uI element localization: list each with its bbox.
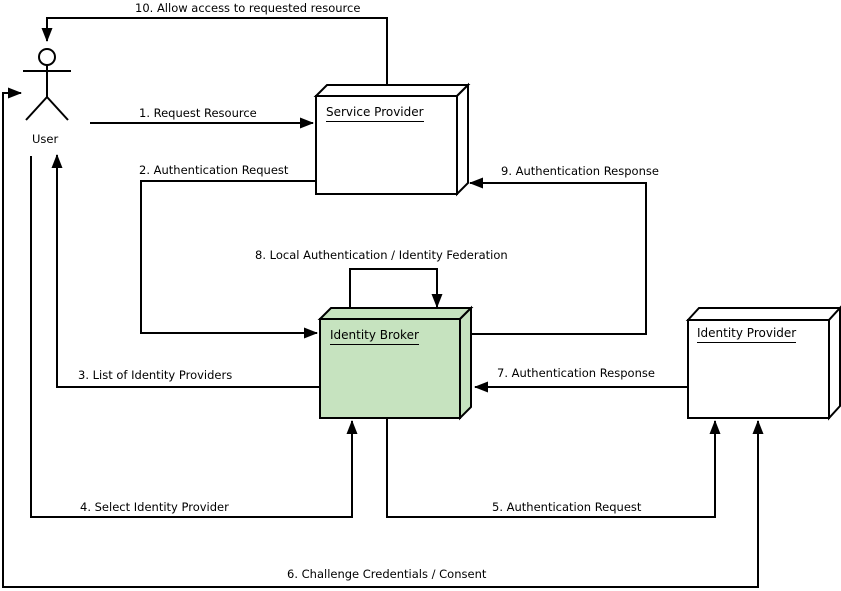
arrow-2-authentication-request — [140, 180, 318, 339]
identity-provider-front-face — [687, 319, 830, 419]
service-provider-top-face — [313, 84, 471, 97]
message-5-label: 5. Authentication Request — [492, 500, 642, 514]
node-identity-provider — [685, 305, 841, 421]
arrow-3-list-of-identity-providers — [51, 154, 320, 388]
identity-provider-right-face — [828, 305, 841, 421]
arrow-9-authentication-response — [469, 177, 647, 335]
arrow-6-challenge-credentials-to-idp — [400, 420, 764, 588]
message-9-label: 9. Authentication Response — [501, 164, 659, 178]
actor-head — [38, 48, 56, 66]
actor-left-leg — [25, 96, 48, 121]
arrow-10-allow-access — [41, 17, 388, 85]
arrow-6-challenge-credentials-to-user — [2, 87, 400, 588]
actor-user-figure — [23, 48, 71, 121]
actor-user-label: User — [32, 132, 59, 146]
identity-broker-right-face — [459, 305, 472, 421]
identity-provider-top-face — [685, 307, 841, 321]
identity-broker-title: Identity Broker — [330, 328, 419, 345]
identity-broker-top-face — [317, 307, 474, 320]
arrow-4-select-identity-provider — [30, 156, 358, 518]
identity-provider-title: Identity Provider — [697, 326, 797, 343]
node-service-provider — [313, 82, 471, 197]
message-2-label: 2. Authentication Request — [139, 163, 289, 177]
message-8-label: 8. Local Authentication / Identity Feder… — [255, 248, 508, 262]
message-4-label: 4. Select Identity Provider — [80, 500, 229, 514]
node-identity-broker — [317, 305, 474, 421]
arrow-5-authentication-request — [386, 418, 721, 518]
actor-right-leg — [46, 96, 69, 121]
message-7-label: 7. Authentication Response — [497, 366, 655, 380]
service-provider-front-face — [315, 95, 458, 195]
service-provider-right-face — [456, 82, 469, 197]
message-3-label: 3. List of Identity Providers — [78, 368, 233, 382]
message-1-label: 1. Request Resource — [139, 106, 257, 120]
message-10-label: 10. Allow access to requested resource — [135, 1, 361, 15]
arrow-8-local-authentication-loop — [349, 268, 443, 308]
service-provider-title: Service Provider — [326, 105, 424, 122]
message-6-label: 6. Challenge Credentials / Consent — [287, 567, 487, 581]
identity-broker-front-face — [319, 318, 461, 419]
